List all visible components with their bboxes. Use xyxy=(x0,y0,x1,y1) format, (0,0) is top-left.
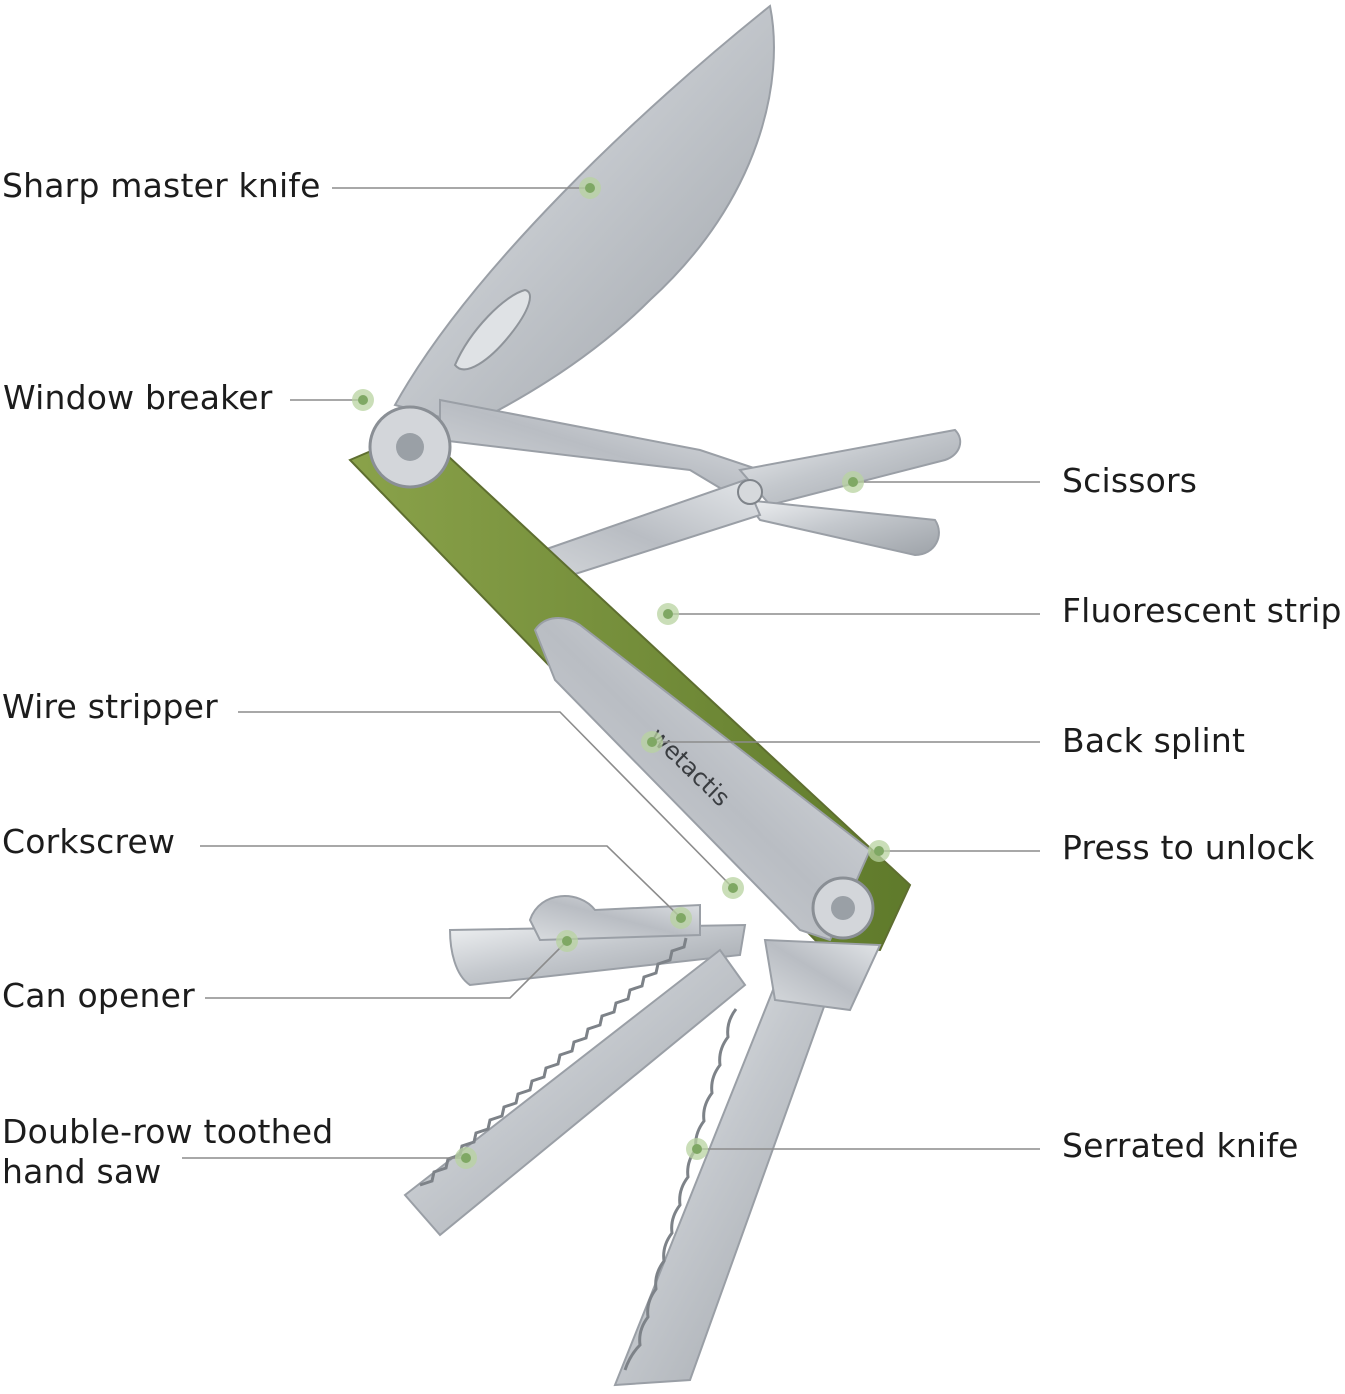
scissors-handle xyxy=(439,398,762,502)
label-press-to-unlock: Press to unlock xyxy=(1062,828,1314,868)
label-scissors: Scissors xyxy=(1062,461,1197,501)
label-line: Press to unlock xyxy=(1062,828,1315,867)
label-corkscrew: Corkscrew xyxy=(2,822,175,862)
bottle-opener-hook xyxy=(528,895,701,942)
marker-dot-fluorescent-strip xyxy=(663,609,673,619)
hand-saw-teeth-top xyxy=(419,937,688,1187)
marker-dot-scissors xyxy=(848,477,858,487)
label-serrated-knife: Serrated knife xyxy=(1062,1126,1299,1166)
label-window-breaker: Window breaker xyxy=(3,378,273,418)
leader-line-can-opener xyxy=(205,940,568,999)
label-back-splint: Back splint xyxy=(1062,721,1245,761)
marker-dot-corkscrew xyxy=(676,913,686,923)
marker-dot-window-breaker xyxy=(358,395,368,405)
handle-steel-plate xyxy=(533,617,872,942)
can-opener-blade xyxy=(448,923,747,987)
marker-dot-press-to-unlock xyxy=(874,846,884,856)
label-can-opener: Can opener xyxy=(2,976,195,1016)
marker-dot-back-splint xyxy=(647,737,657,747)
label-line: Wire stripper xyxy=(2,687,218,726)
serrated-knife-tang xyxy=(763,938,882,1012)
leader-line-corkscrew xyxy=(200,845,682,919)
label-line: Double-row toothed xyxy=(2,1112,334,1151)
label-line: Back splint xyxy=(1062,721,1246,760)
label-line: Serrated knife xyxy=(1062,1126,1299,1165)
callout-markers xyxy=(352,177,890,1169)
marker-dot-wire-stripper xyxy=(728,883,738,893)
label-sharp-master-knife: Sharp master knife xyxy=(2,166,321,206)
master-knife-blade xyxy=(393,4,775,427)
marker-dot-can-opener xyxy=(562,936,572,946)
marker-dot-sharp-master-knife xyxy=(585,183,595,193)
hand-saw-blade xyxy=(403,948,747,1237)
label-wire-stripper: Wire stripper xyxy=(2,687,218,727)
scissors-upper-blade xyxy=(738,428,962,507)
marker-dot-double-row-toothed-hand-saw xyxy=(461,1153,471,1163)
label-line: hand saw xyxy=(2,1152,162,1191)
label-fluorescent-strip: Fluorescent strip xyxy=(1062,591,1342,631)
leader-line-wire-stripper xyxy=(238,711,734,889)
label-double-row-toothed-hand-saw: Double-row toothed hand saw xyxy=(2,1112,333,1192)
serrated-knife-edge xyxy=(623,1008,738,1371)
label-line: Corkscrew xyxy=(2,822,176,861)
marker-dot-serrated-knife xyxy=(692,1144,702,1154)
label-line: Fluorescent strip xyxy=(1062,591,1342,630)
label-line: Can opener xyxy=(2,976,195,1015)
knife-thumb-hole xyxy=(453,288,531,371)
top-pivot-screw-head xyxy=(396,433,424,461)
bottom-pivot-screw-head xyxy=(831,896,855,920)
scissors-lower-blade xyxy=(742,498,940,557)
callout-leaders xyxy=(182,187,1040,1159)
label-line: Scissors xyxy=(1062,461,1198,500)
scissors-pivot xyxy=(737,479,763,505)
label-line: Sharp master knife xyxy=(2,166,321,205)
label-line: Window breaker xyxy=(3,378,273,417)
